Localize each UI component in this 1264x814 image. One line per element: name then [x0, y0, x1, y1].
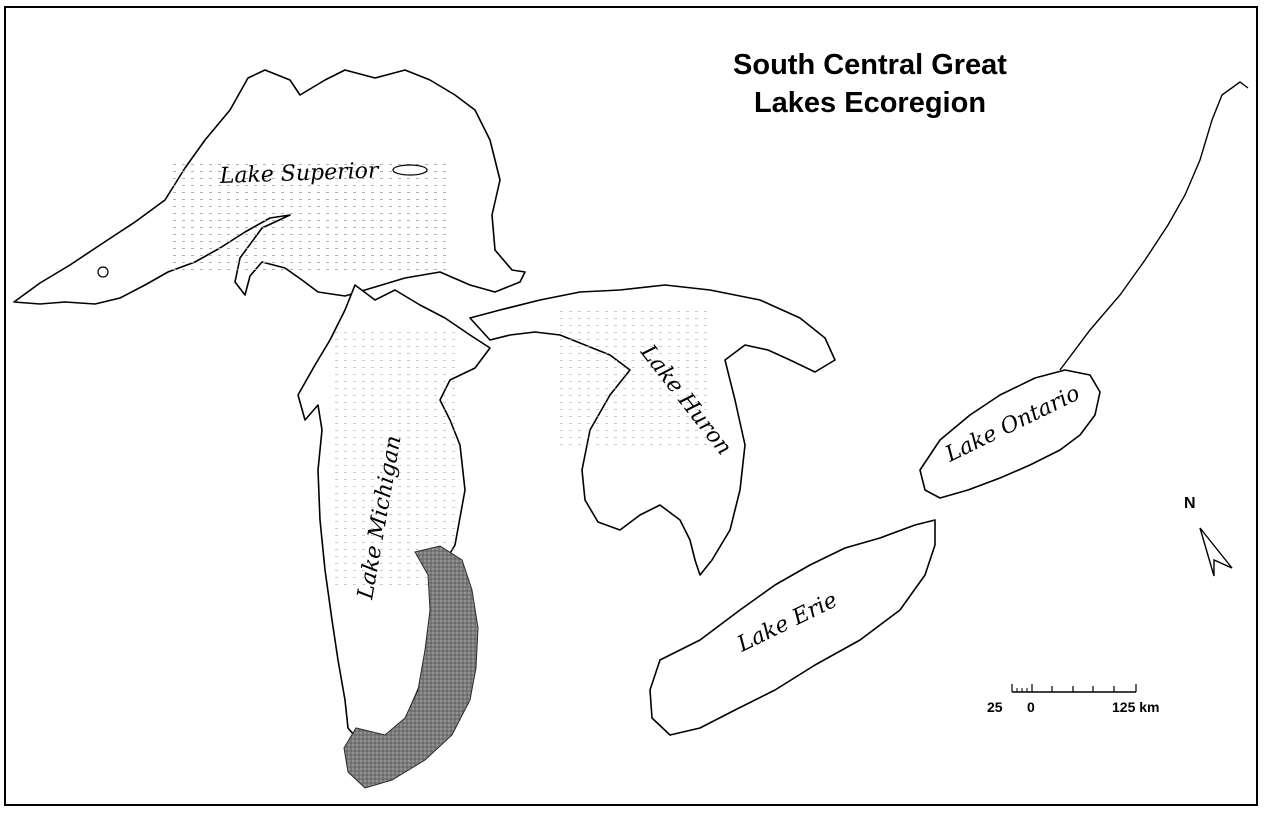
apostle-islands [97, 266, 109, 278]
lake-superior-label: Lake Superior [218, 158, 380, 189]
scale-right-label: 125 km [1112, 699, 1159, 715]
isle-royale-island [392, 164, 428, 176]
st-lawrence-river [1059, 81, 1249, 371]
lake-ontario-shape [919, 369, 1101, 499]
lake-erie-shape [649, 519, 936, 736]
map-title: South Central Great Lakes Ecoregion [690, 46, 1050, 122]
scale-bar: 25 0 125 km [987, 684, 1159, 715]
scale-left-label: 25 [987, 699, 1003, 715]
north-arrow-icon [1199, 527, 1233, 577]
lake-huron-depth-dots [560, 310, 710, 450]
north-arrow-label: N [1184, 495, 1196, 512]
map-title-line-2: Lakes Ecoregion [753, 87, 987, 119]
map-title-line-1: South Central Great [733, 49, 1007, 81]
scale-zero-label: 0 [1027, 699, 1035, 715]
ecoregion-shaded-area [343, 545, 479, 789]
lake-superior-depth-dots [170, 160, 450, 270]
